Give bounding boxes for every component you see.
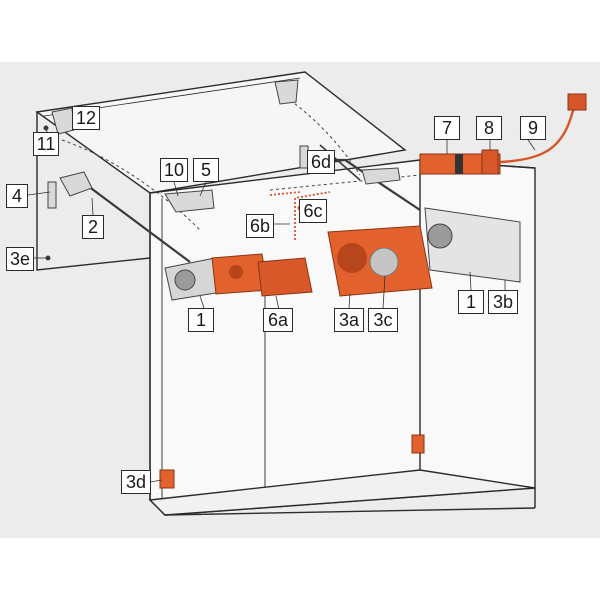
callout-3e: 3e bbox=[6, 247, 34, 271]
leader-1-left bbox=[199, 295, 205, 309]
callout-3b: 3b bbox=[488, 290, 518, 314]
cabinet-bottom-front bbox=[164, 507, 536, 516]
callout-8: 8 bbox=[476, 116, 502, 140]
motion-path-top bbox=[269, 174, 421, 191]
leader-10 bbox=[173, 181, 179, 197]
screw-3e bbox=[45, 255, 51, 261]
callout-1-left: 1 bbox=[188, 308, 214, 332]
callout-6c: 6c bbox=[299, 199, 327, 223]
right-mechanism bbox=[327, 207, 521, 297]
leader-2 bbox=[91, 197, 94, 216]
callout-4: 4 bbox=[6, 184, 28, 208]
bracket-12 bbox=[51, 107, 75, 135]
clip-right bbox=[411, 434, 425, 454]
leader-4 bbox=[27, 191, 51, 196]
motion-path-left bbox=[61, 139, 201, 231]
leader-1-right bbox=[469, 271, 472, 291]
leader-3d bbox=[149, 479, 163, 483]
motion-paths bbox=[61, 99, 421, 231]
callout-3a: 3a bbox=[334, 308, 364, 332]
cable-6b bbox=[294, 191, 331, 240]
cabinet-carcass bbox=[148, 159, 536, 516]
drive-unit-6a-hub bbox=[229, 265, 243, 279]
transformer-8 bbox=[481, 149, 499, 175]
cable-6c bbox=[269, 191, 301, 196]
leader-3a bbox=[348, 293, 351, 309]
mechanism-right-wheel bbox=[427, 223, 453, 249]
callout-6a: 6a bbox=[263, 308, 293, 332]
callout-7: 7 bbox=[434, 116, 460, 140]
mechanism-left-wheel bbox=[174, 269, 196, 291]
callout-6d: 6d bbox=[307, 150, 335, 174]
callout-6b: 6b bbox=[246, 214, 274, 238]
clip-3d bbox=[159, 469, 175, 489]
callout-10: 10 bbox=[160, 158, 188, 182]
hardware-brackets bbox=[43, 79, 401, 261]
callout-12: 12 bbox=[72, 106, 100, 130]
cover-3a-cap bbox=[337, 243, 367, 273]
callout-3d: 3d bbox=[121, 470, 151, 494]
power-plug-9 bbox=[567, 93, 587, 111]
callout-9: 9 bbox=[520, 116, 546, 140]
callout-11: 11 bbox=[33, 132, 59, 156]
bracket-right-arm bbox=[361, 167, 401, 185]
leader-3c bbox=[382, 275, 386, 309]
callout-1-right: 1 bbox=[458, 290, 484, 314]
cabinet-front bbox=[149, 159, 536, 516]
leader-6a bbox=[275, 295, 280, 311]
power-unit bbox=[419, 93, 587, 175]
lift-panel-side bbox=[36, 112, 151, 271]
screw-11 bbox=[43, 125, 49, 131]
callout-2: 2 bbox=[82, 215, 104, 239]
mechanism-right-housing bbox=[424, 207, 521, 283]
lift-arm-left bbox=[79, 179, 191, 263]
bracket-4 bbox=[59, 171, 93, 197]
drive-unit-7-clip bbox=[455, 154, 463, 174]
cap-3c bbox=[369, 247, 399, 277]
callout-3c: 3c bbox=[368, 308, 398, 332]
leader-5 bbox=[199, 181, 207, 197]
callout-5: 5 bbox=[193, 158, 219, 182]
left-mechanism bbox=[164, 253, 313, 301]
bracket-10-5 bbox=[164, 189, 215, 213]
motion-path-right bbox=[289, 99, 361, 176]
bracket-top-hinge bbox=[274, 79, 299, 105]
bracket-plate-4 bbox=[47, 181, 57, 209]
drive-unit-6a-back bbox=[257, 257, 313, 297]
power-cable-9 bbox=[499, 104, 577, 164]
